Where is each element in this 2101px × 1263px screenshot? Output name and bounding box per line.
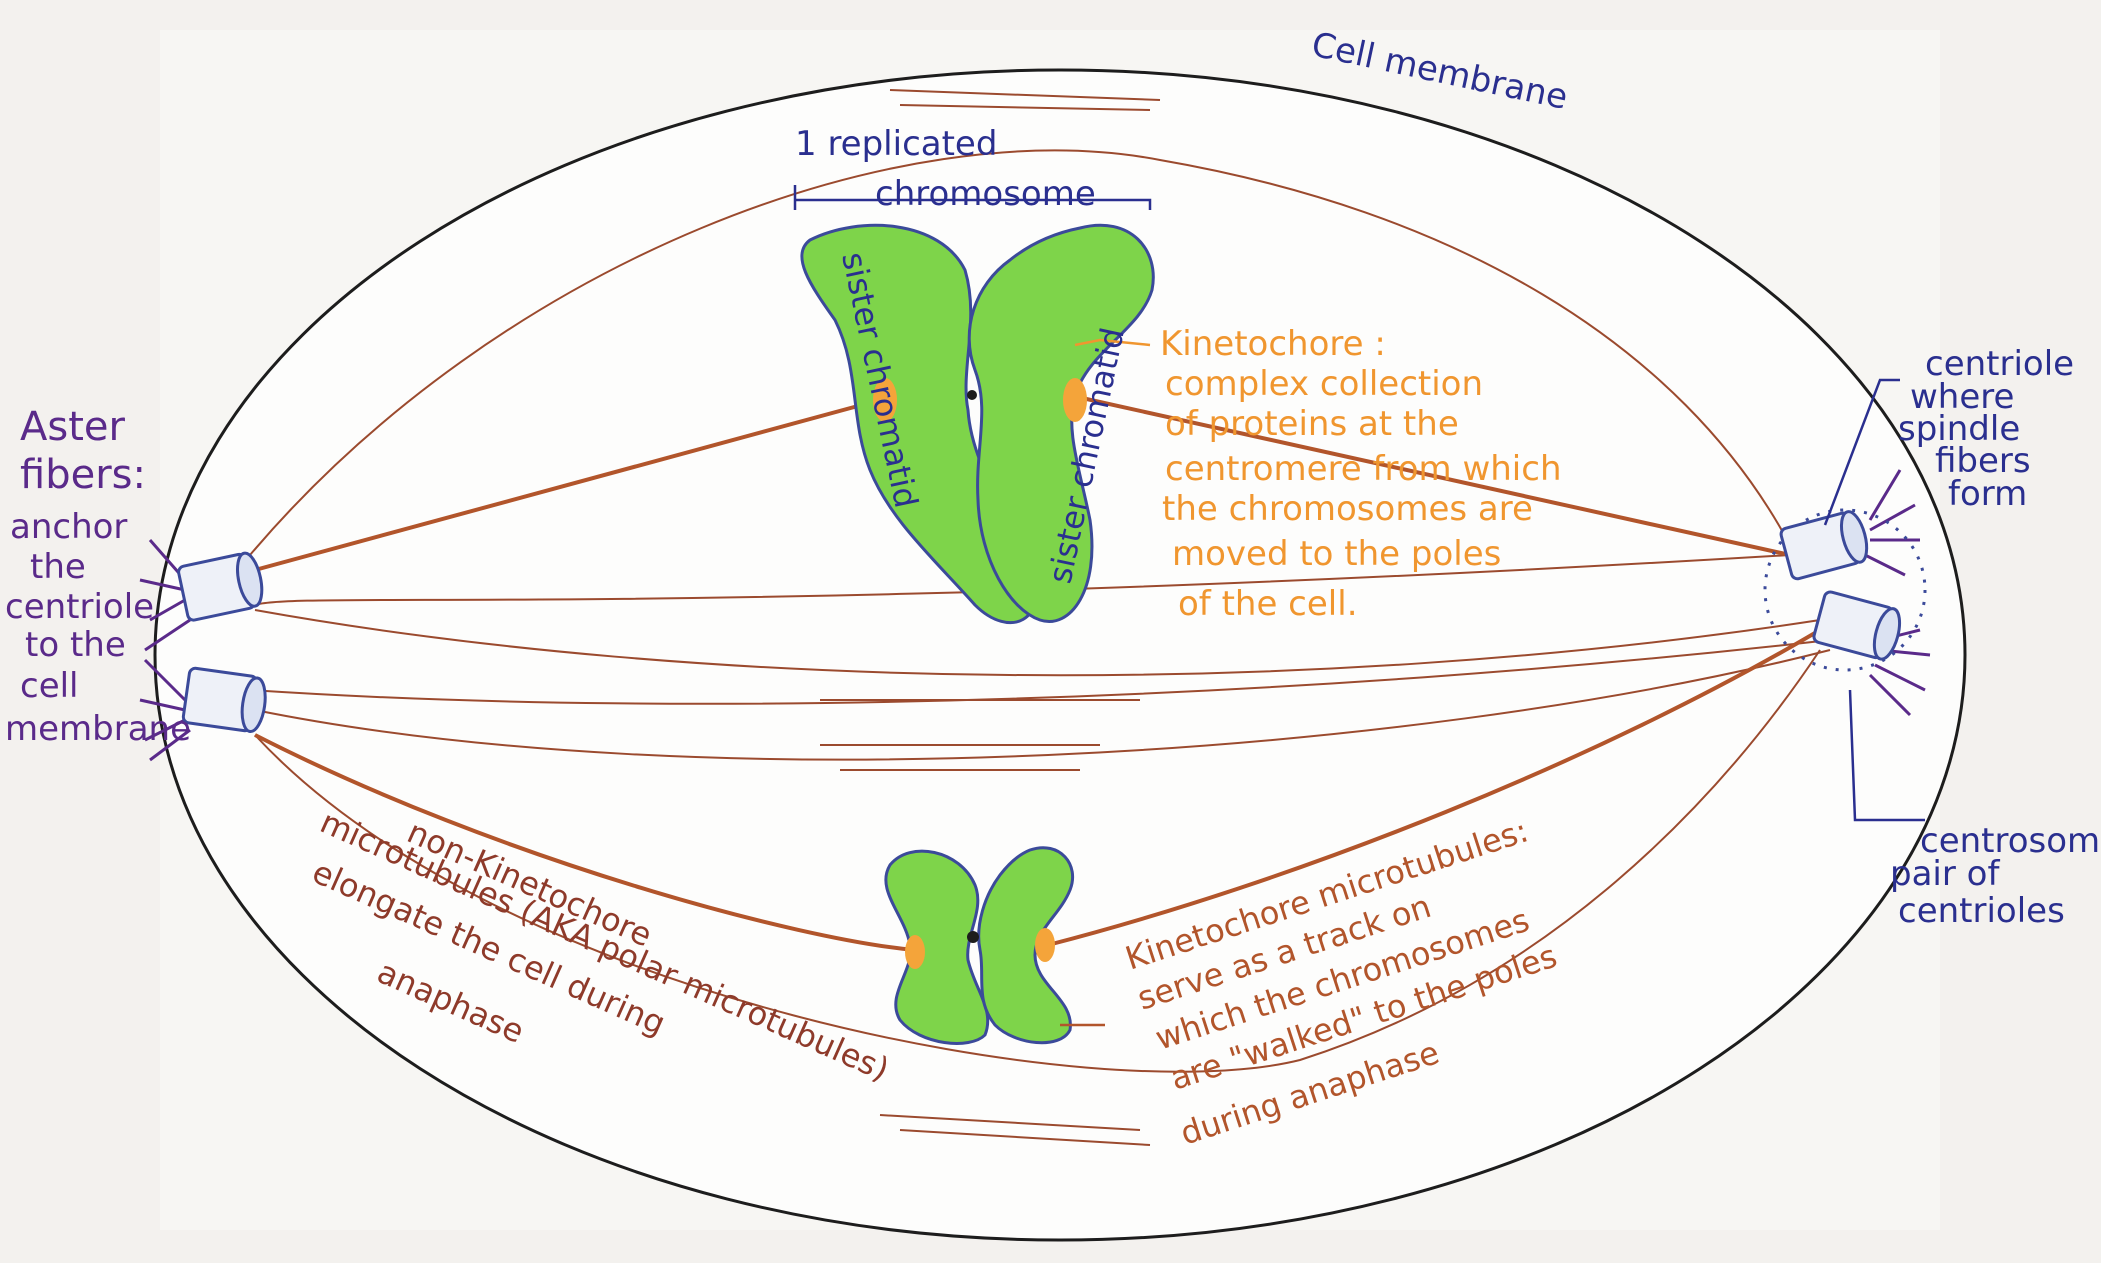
kinetochore-line-2: complex collection xyxy=(1165,364,1483,404)
centromere-lower xyxy=(967,931,979,943)
aster-line-2: fibers: xyxy=(20,452,146,498)
kinetochore-lower-right xyxy=(1035,928,1055,962)
kinetochore-line-6: moved to the poles xyxy=(1172,534,1501,574)
aster-line-4: the xyxy=(30,547,86,587)
aster-line-5: centriole xyxy=(5,587,154,627)
kinetochore-line-7: of the cell. xyxy=(1178,584,1358,624)
replicated-chromosome-label-1: 1 replicated xyxy=(795,124,997,164)
kinetochore-line-3: of proteins at the xyxy=(1165,404,1459,444)
kinetochore-line-5: the chromosomes are xyxy=(1162,489,1533,529)
centromere-upper xyxy=(967,390,977,400)
replicated-chromosome-label-2: chromosome xyxy=(875,174,1096,214)
centrosome-line-2: pair of xyxy=(1890,854,2000,894)
left-centriole-2 xyxy=(183,668,269,733)
centriole-line-5: form xyxy=(1948,474,2027,514)
centrosome-line-3: centrioles xyxy=(1898,891,2065,931)
aster-line-1: Aster xyxy=(20,404,125,450)
aster-line-8: membrane xyxy=(5,709,191,749)
aster-line-6: to the xyxy=(25,625,126,665)
kinetochore-line-4: centromere from which xyxy=(1165,449,1562,489)
aster-line-7: cell xyxy=(20,666,79,706)
kinetochore-lower-left xyxy=(905,935,925,969)
aster-line-3: anchor xyxy=(10,507,127,547)
kinetochore-line-1: Kinetochore : xyxy=(1160,324,1386,364)
